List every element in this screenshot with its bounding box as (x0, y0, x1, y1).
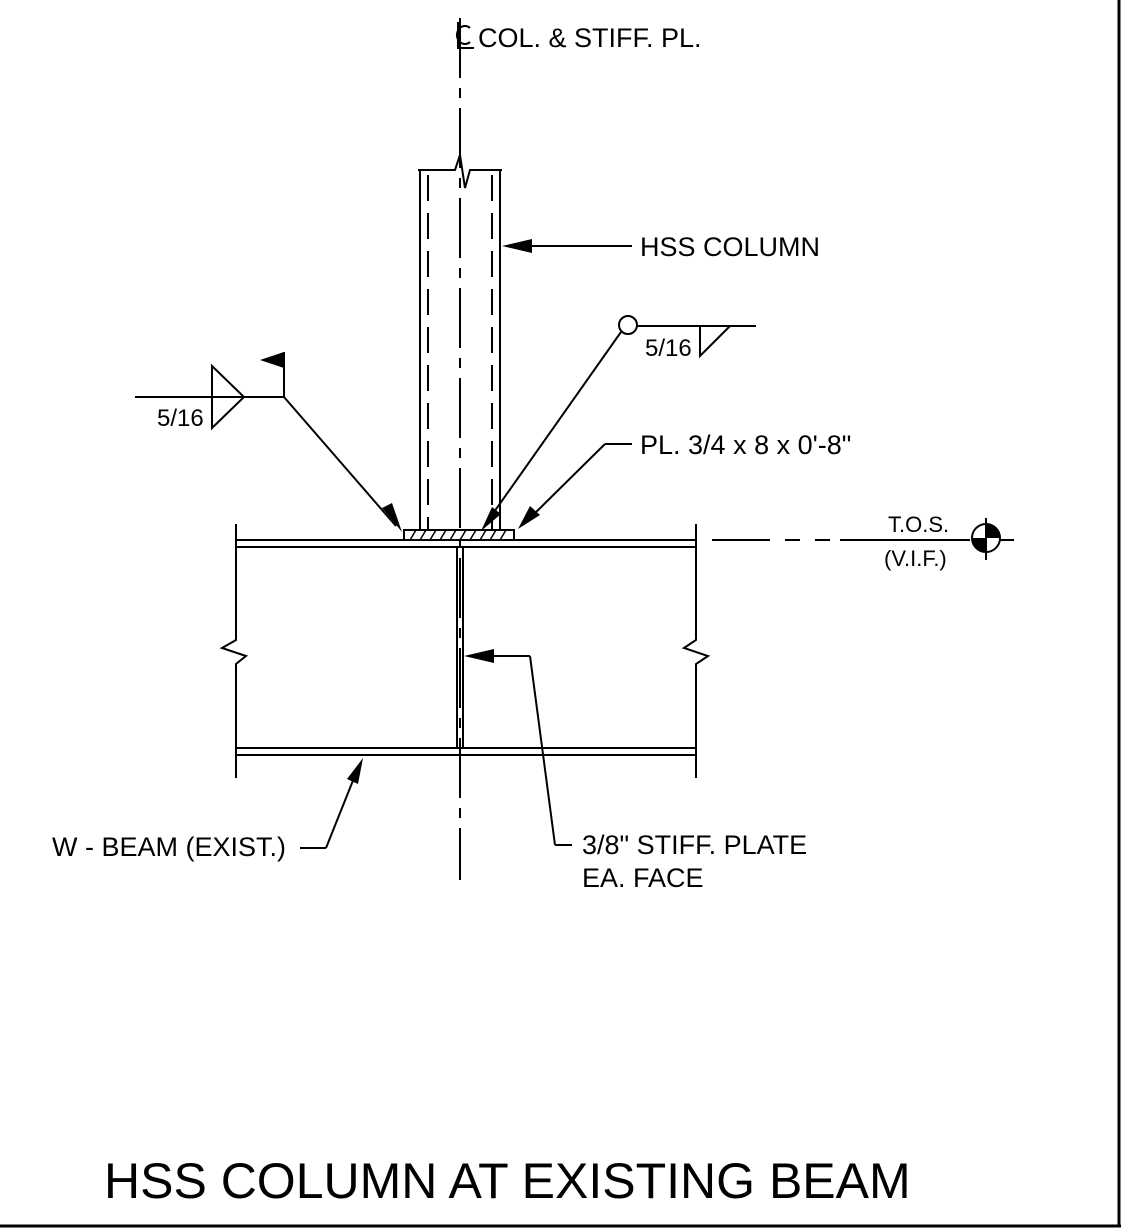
weld-size-left: 5/16 (157, 405, 204, 432)
vif-label: (V.I.F.) (884, 546, 947, 571)
plate-leader (518, 443, 632, 529)
stiff-plate-leader (464, 649, 572, 846)
w-beam-label: W - BEAM (EXIST.) (52, 832, 286, 862)
hss-column-leader (502, 239, 632, 253)
stiff-plate-label-line1: 3/8" STIFF. PLATE (582, 830, 807, 860)
plate-label: PL. 3/4 x 8 x 0'-8" (640, 430, 851, 460)
hss-column-label: HSS COLUMN (640, 232, 820, 262)
column-centerline (456, 18, 474, 880)
w-beam (219, 524, 711, 778)
detail-title: HSS COLUMN AT EXISTING BEAM (104, 1153, 911, 1209)
centerline-label: COL. & STIFF. PL. (478, 23, 702, 53)
tos-target-icon (971, 518, 1001, 560)
weld-symbol-right (481, 315, 756, 531)
w-beam-leader (300, 758, 363, 849)
centerline-symbol (456, 22, 474, 49)
cap-plate (403, 529, 515, 541)
weld-symbol-left (135, 352, 402, 532)
hss-column (418, 154, 502, 530)
tos-label: T.O.S. (888, 512, 949, 537)
weld-size-right: 5/16 (645, 335, 692, 362)
stiff-plate-label-line2: EA. FACE (582, 863, 704, 893)
